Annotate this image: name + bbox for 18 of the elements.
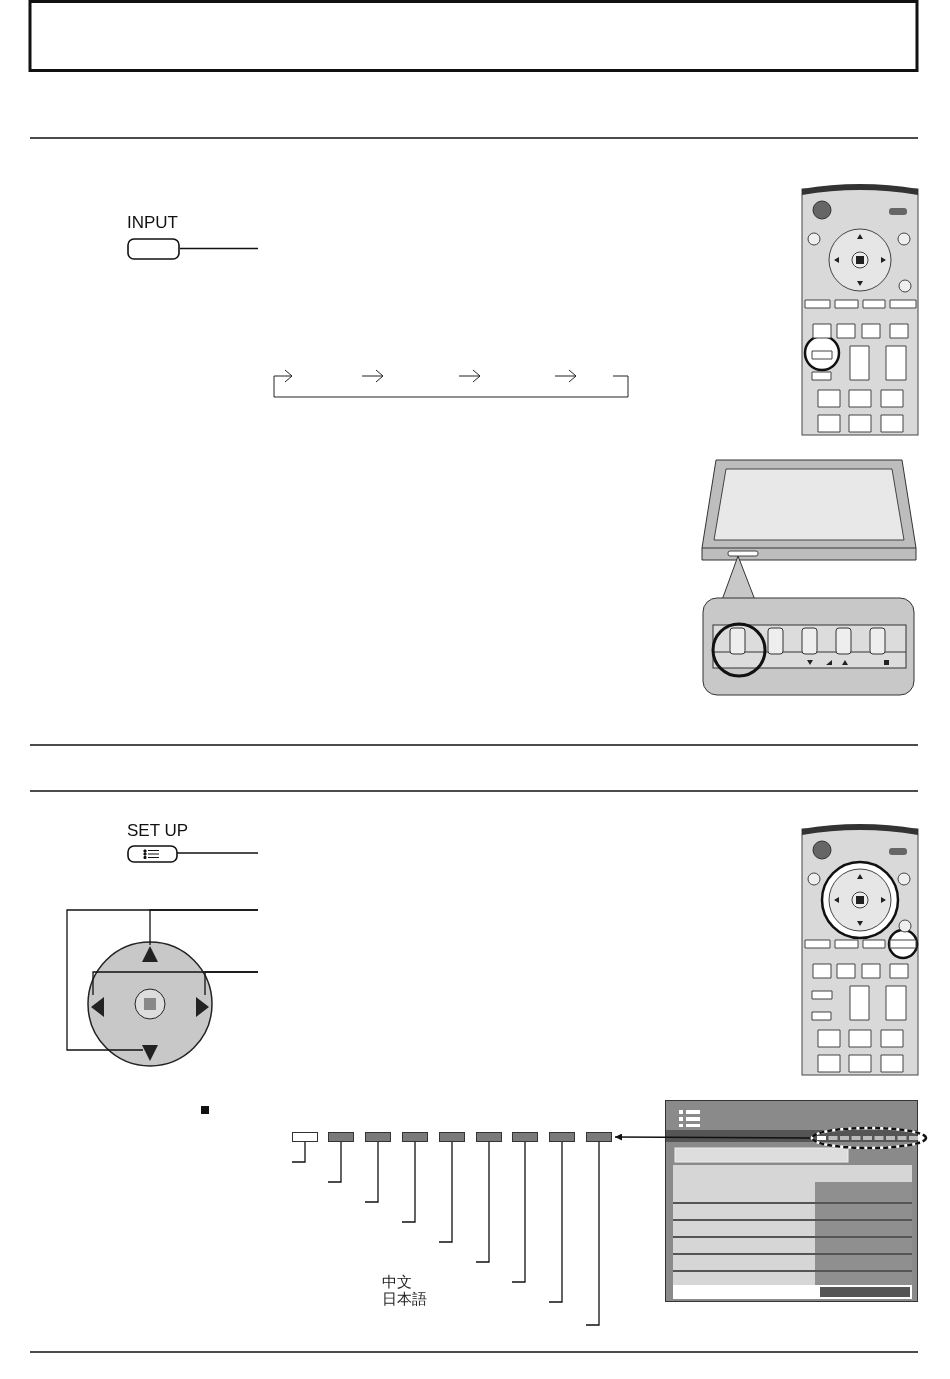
leader-line: [475, 1141, 490, 1263]
language-name: 中文: [382, 1273, 412, 1289]
leader-line: [66, 909, 259, 1051]
leader-line: [585, 1141, 600, 1326]
leader-line: [291, 1141, 306, 1163]
leader-line: [438, 1141, 453, 1243]
leader-line: [511, 1141, 526, 1283]
leader-line: [327, 1141, 342, 1183]
arrow: [614, 1133, 811, 1141]
leader-line: [204, 971, 259, 996]
button-label: INPUT: [127, 214, 178, 231]
button-label: SET UP: [127, 822, 189, 839]
leader-line: [176, 852, 259, 854]
leader-line: [364, 1141, 379, 1203]
leader-line: [548, 1141, 563, 1303]
leader-line: [179, 247, 259, 250]
leader-line: [401, 1141, 416, 1223]
language-name: 日本語: [382, 1290, 427, 1306]
